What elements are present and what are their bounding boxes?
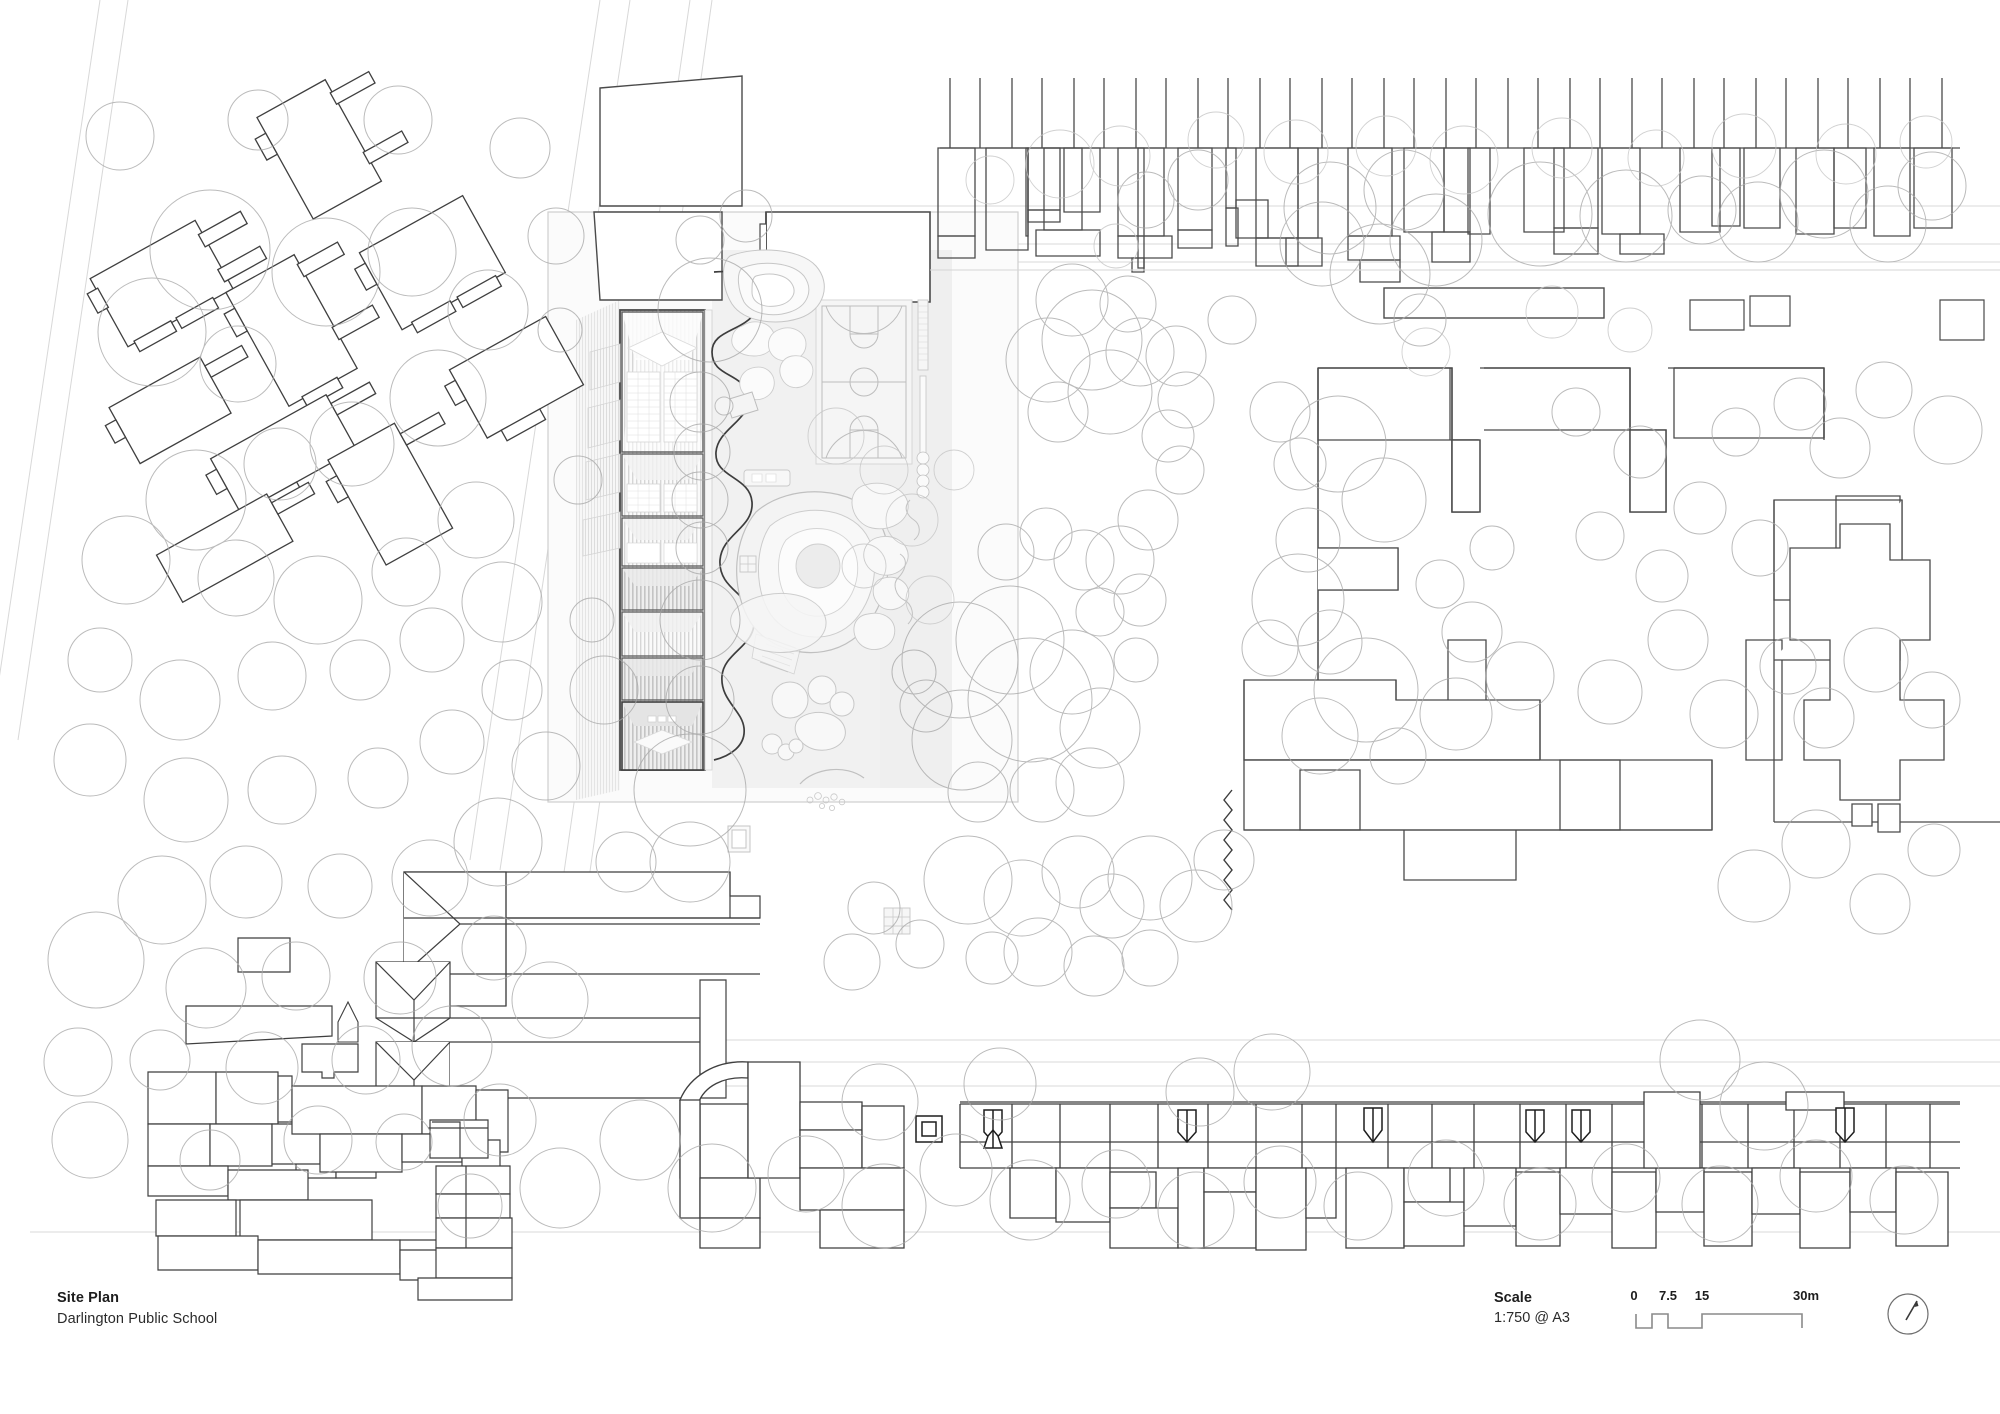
school-bay-2 xyxy=(621,453,704,517)
planting-bed xyxy=(894,499,920,625)
north-arrow-circle xyxy=(1887,1293,1929,1335)
school-bay-4 xyxy=(621,567,704,611)
school-bay-1 xyxy=(621,311,704,453)
drawing-title: Site Plan xyxy=(57,1290,120,1306)
tree-canopies xyxy=(43,85,1983,1249)
porch-symbols xyxy=(915,1107,1855,1149)
north-arrow-needle xyxy=(1905,1300,1918,1321)
verandah-strip xyxy=(704,309,713,771)
title-block: Site Plan Darlington Public School xyxy=(57,1288,477,1330)
north-arrow-head xyxy=(1914,1301,1919,1307)
project-name: Darlington Public School xyxy=(57,1311,218,1328)
pebble-cluster xyxy=(806,792,846,812)
terrace-housing-south xyxy=(679,1061,1960,1251)
north-long-building xyxy=(1383,287,1605,319)
porch-symbol xyxy=(1177,1109,1197,1144)
scale-tick-7_5: 7.5 xyxy=(1658,1288,1678,1303)
school-building xyxy=(582,309,713,771)
porch-symbol xyxy=(1571,1109,1591,1144)
scale-tick-15: 15 xyxy=(1694,1288,1710,1303)
tree-canopies-light xyxy=(807,111,1953,625)
porch-symbol xyxy=(982,1128,1004,1149)
porch-symbol xyxy=(1835,1107,1855,1144)
southwest-terraces-b xyxy=(399,1119,513,1301)
school-bay-3 xyxy=(621,517,704,567)
site-fence-zigzag xyxy=(1223,789,1233,911)
scale-block: Scale 1:750 @ A3 0 7.5 15 30m xyxy=(1494,1288,1954,1378)
east-block-upper xyxy=(1318,367,1825,513)
playground-landscape xyxy=(711,249,920,935)
covered-walkway xyxy=(582,343,621,557)
east-irregular-building xyxy=(1789,523,1945,833)
southwest-terraces xyxy=(147,1071,509,1275)
scale-bar: 0 7.5 15 30m xyxy=(1630,1288,1844,1338)
scale-tick-30m: 30m xyxy=(1792,1288,1820,1303)
north-arrow xyxy=(1884,1290,1932,1338)
seat-wall xyxy=(799,768,865,785)
play-equipment-beads xyxy=(916,451,930,499)
southwest-houses xyxy=(185,871,761,1179)
porch-symbol xyxy=(1363,1107,1383,1144)
terrace-housing-north xyxy=(937,78,1960,283)
school-bay-6 xyxy=(621,657,704,701)
court-edge-structures xyxy=(916,299,930,499)
scale-tick-0: 0 xyxy=(1630,1288,1638,1303)
east-small-buildings xyxy=(1689,295,1985,341)
west-apartment-blocks xyxy=(86,70,585,604)
play-shed xyxy=(727,825,751,853)
school-bay-7 xyxy=(621,701,704,771)
scale-value: 1:750 @ A3 xyxy=(1494,1310,1570,1326)
scale-bar-graphic xyxy=(1635,1313,1803,1329)
scale-label: Scale xyxy=(1494,1290,1532,1306)
porch-symbol xyxy=(1525,1109,1545,1144)
roof-turret xyxy=(337,1000,359,1043)
